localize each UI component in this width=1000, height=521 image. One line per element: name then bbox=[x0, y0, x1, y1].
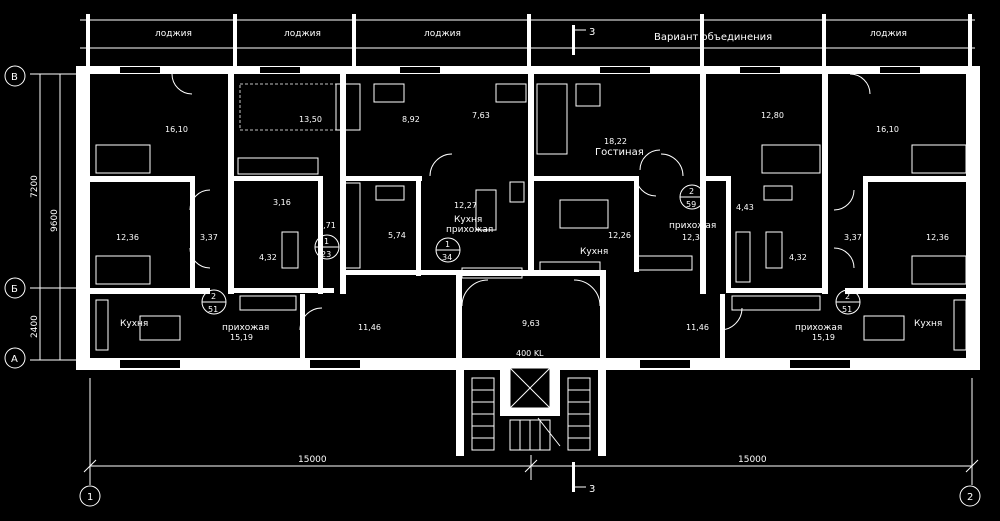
room-area: 12,36 bbox=[926, 233, 949, 242]
axis-marker: А bbox=[4, 347, 26, 369]
svg-text:59: 59 bbox=[686, 200, 696, 209]
apartment-tag: 2 51 bbox=[835, 289, 861, 315]
svg-text:Б: Б bbox=[11, 284, 18, 295]
svg-text:34: 34 bbox=[442, 253, 452, 262]
room-area: 6,71 bbox=[318, 221, 336, 230]
room-label: Гостиная bbox=[595, 147, 644, 158]
doors bbox=[171, 73, 871, 331]
room-area: 3,37 bbox=[200, 233, 218, 242]
room-area: 11,46 bbox=[686, 323, 709, 332]
svg-text:2: 2 bbox=[967, 492, 973, 503]
room-area: 15,19 bbox=[812, 333, 835, 342]
dimension-label: 9600 bbox=[50, 209, 60, 232]
room-area: 12,27 bbox=[454, 201, 477, 210]
room-area: 4,32 bbox=[259, 253, 277, 262]
svg-text:1: 1 bbox=[87, 492, 93, 503]
room-label: Кухня bbox=[914, 319, 942, 329]
balcony-label: Вариант объединения bbox=[654, 32, 772, 43]
room-label: Кухня bbox=[120, 319, 148, 329]
room-area: 18,22 bbox=[604, 137, 627, 146]
room-area: 4,32 bbox=[789, 253, 807, 262]
interior-walls bbox=[90, 74, 966, 358]
apartment-tag: 2 51 bbox=[201, 289, 227, 315]
room-label: прихожая bbox=[669, 221, 716, 231]
svg-text:51: 51 bbox=[842, 305, 852, 314]
apartment-tags: 2 51 1 23 1 34 2 59 2 51 bbox=[201, 184, 861, 315]
svg-text:1: 1 bbox=[324, 237, 329, 246]
room-area: 3,37 bbox=[844, 233, 862, 242]
dimension-label: 15000 bbox=[738, 455, 767, 465]
svg-text:2: 2 bbox=[211, 292, 216, 301]
axis-marker: Б bbox=[4, 277, 26, 299]
apartment-tag: 1 34 bbox=[435, 237, 461, 263]
axis-marker: В bbox=[4, 65, 26, 87]
svg-text:51: 51 bbox=[208, 305, 218, 314]
room-area: 9,63 bbox=[522, 319, 540, 328]
room-area: 12,36 bbox=[116, 233, 139, 242]
svg-text:А: А bbox=[11, 354, 18, 365]
balcony-band: лоджия лоджия лоджия Вариант объединения… bbox=[80, 14, 975, 68]
svg-text:В: В bbox=[11, 72, 18, 83]
room-label: прихожая bbox=[222, 323, 269, 333]
room-area: 12,39 bbox=[682, 233, 705, 242]
room-area: 16,10 bbox=[165, 125, 188, 134]
apartment-tag: 2 59 bbox=[679, 184, 705, 210]
balcony-label: лоджия bbox=[870, 29, 907, 39]
axis-marker: 1 bbox=[79, 485, 101, 507]
room-label: Кухня bbox=[454, 215, 482, 225]
dimension-label: 7200 bbox=[30, 175, 40, 198]
section-marker-bottom: 3 bbox=[572, 462, 595, 495]
room-labels: 16,10 13,50 8,92 7,63 Гостиная 18,22 12,… bbox=[116, 111, 949, 342]
room-area: 11,46 bbox=[358, 323, 381, 332]
room-area: 4,43 bbox=[736, 203, 754, 212]
room-area: 13,50 bbox=[299, 115, 322, 124]
balcony-label: лоджия bbox=[424, 29, 461, 39]
room-area: 12,26 bbox=[608, 231, 631, 240]
left-dimensions: 7200 9600 2400 В Б А bbox=[4, 65, 76, 369]
room-area: 12,80 bbox=[761, 111, 784, 120]
section-number: 3 bbox=[589, 27, 595, 38]
room-label: прихожая bbox=[446, 225, 493, 235]
svg-text:2: 2 bbox=[845, 292, 850, 301]
room-area: 15,19 bbox=[230, 333, 253, 342]
svg-text:2: 2 bbox=[689, 187, 694, 196]
room-area: 16,10 bbox=[876, 125, 899, 134]
section-marker-top: 3 bbox=[572, 25, 595, 55]
svg-text:23: 23 bbox=[321, 250, 331, 259]
room-label: Кухня bbox=[580, 247, 608, 257]
balcony-label: лоджия bbox=[284, 29, 321, 39]
bottom-dimensions: 15000 15000 1 2 bbox=[79, 378, 981, 507]
balcony-label: лоджия bbox=[155, 29, 192, 39]
wardrobes bbox=[239, 182, 821, 311]
dimension-label: 2400 bbox=[30, 315, 40, 338]
apartment-tag: 1 23 bbox=[314, 234, 340, 260]
furniture bbox=[95, 83, 967, 351]
room-area: 7,63 bbox=[472, 111, 490, 120]
elevator-note: 400 KL bbox=[516, 349, 544, 358]
svg-text:1: 1 bbox=[445, 240, 450, 249]
section-number: 3 bbox=[589, 484, 595, 495]
room-area: 8,92 bbox=[402, 115, 420, 124]
dimension-label: 15000 bbox=[298, 455, 327, 465]
room-area: 5,74 bbox=[388, 231, 406, 240]
room-label: прихожая bbox=[795, 323, 842, 333]
room-area: 3,16 bbox=[273, 198, 291, 207]
stair-core: 400 KL bbox=[456, 349, 606, 456]
axis-marker: 2 bbox=[959, 485, 981, 507]
